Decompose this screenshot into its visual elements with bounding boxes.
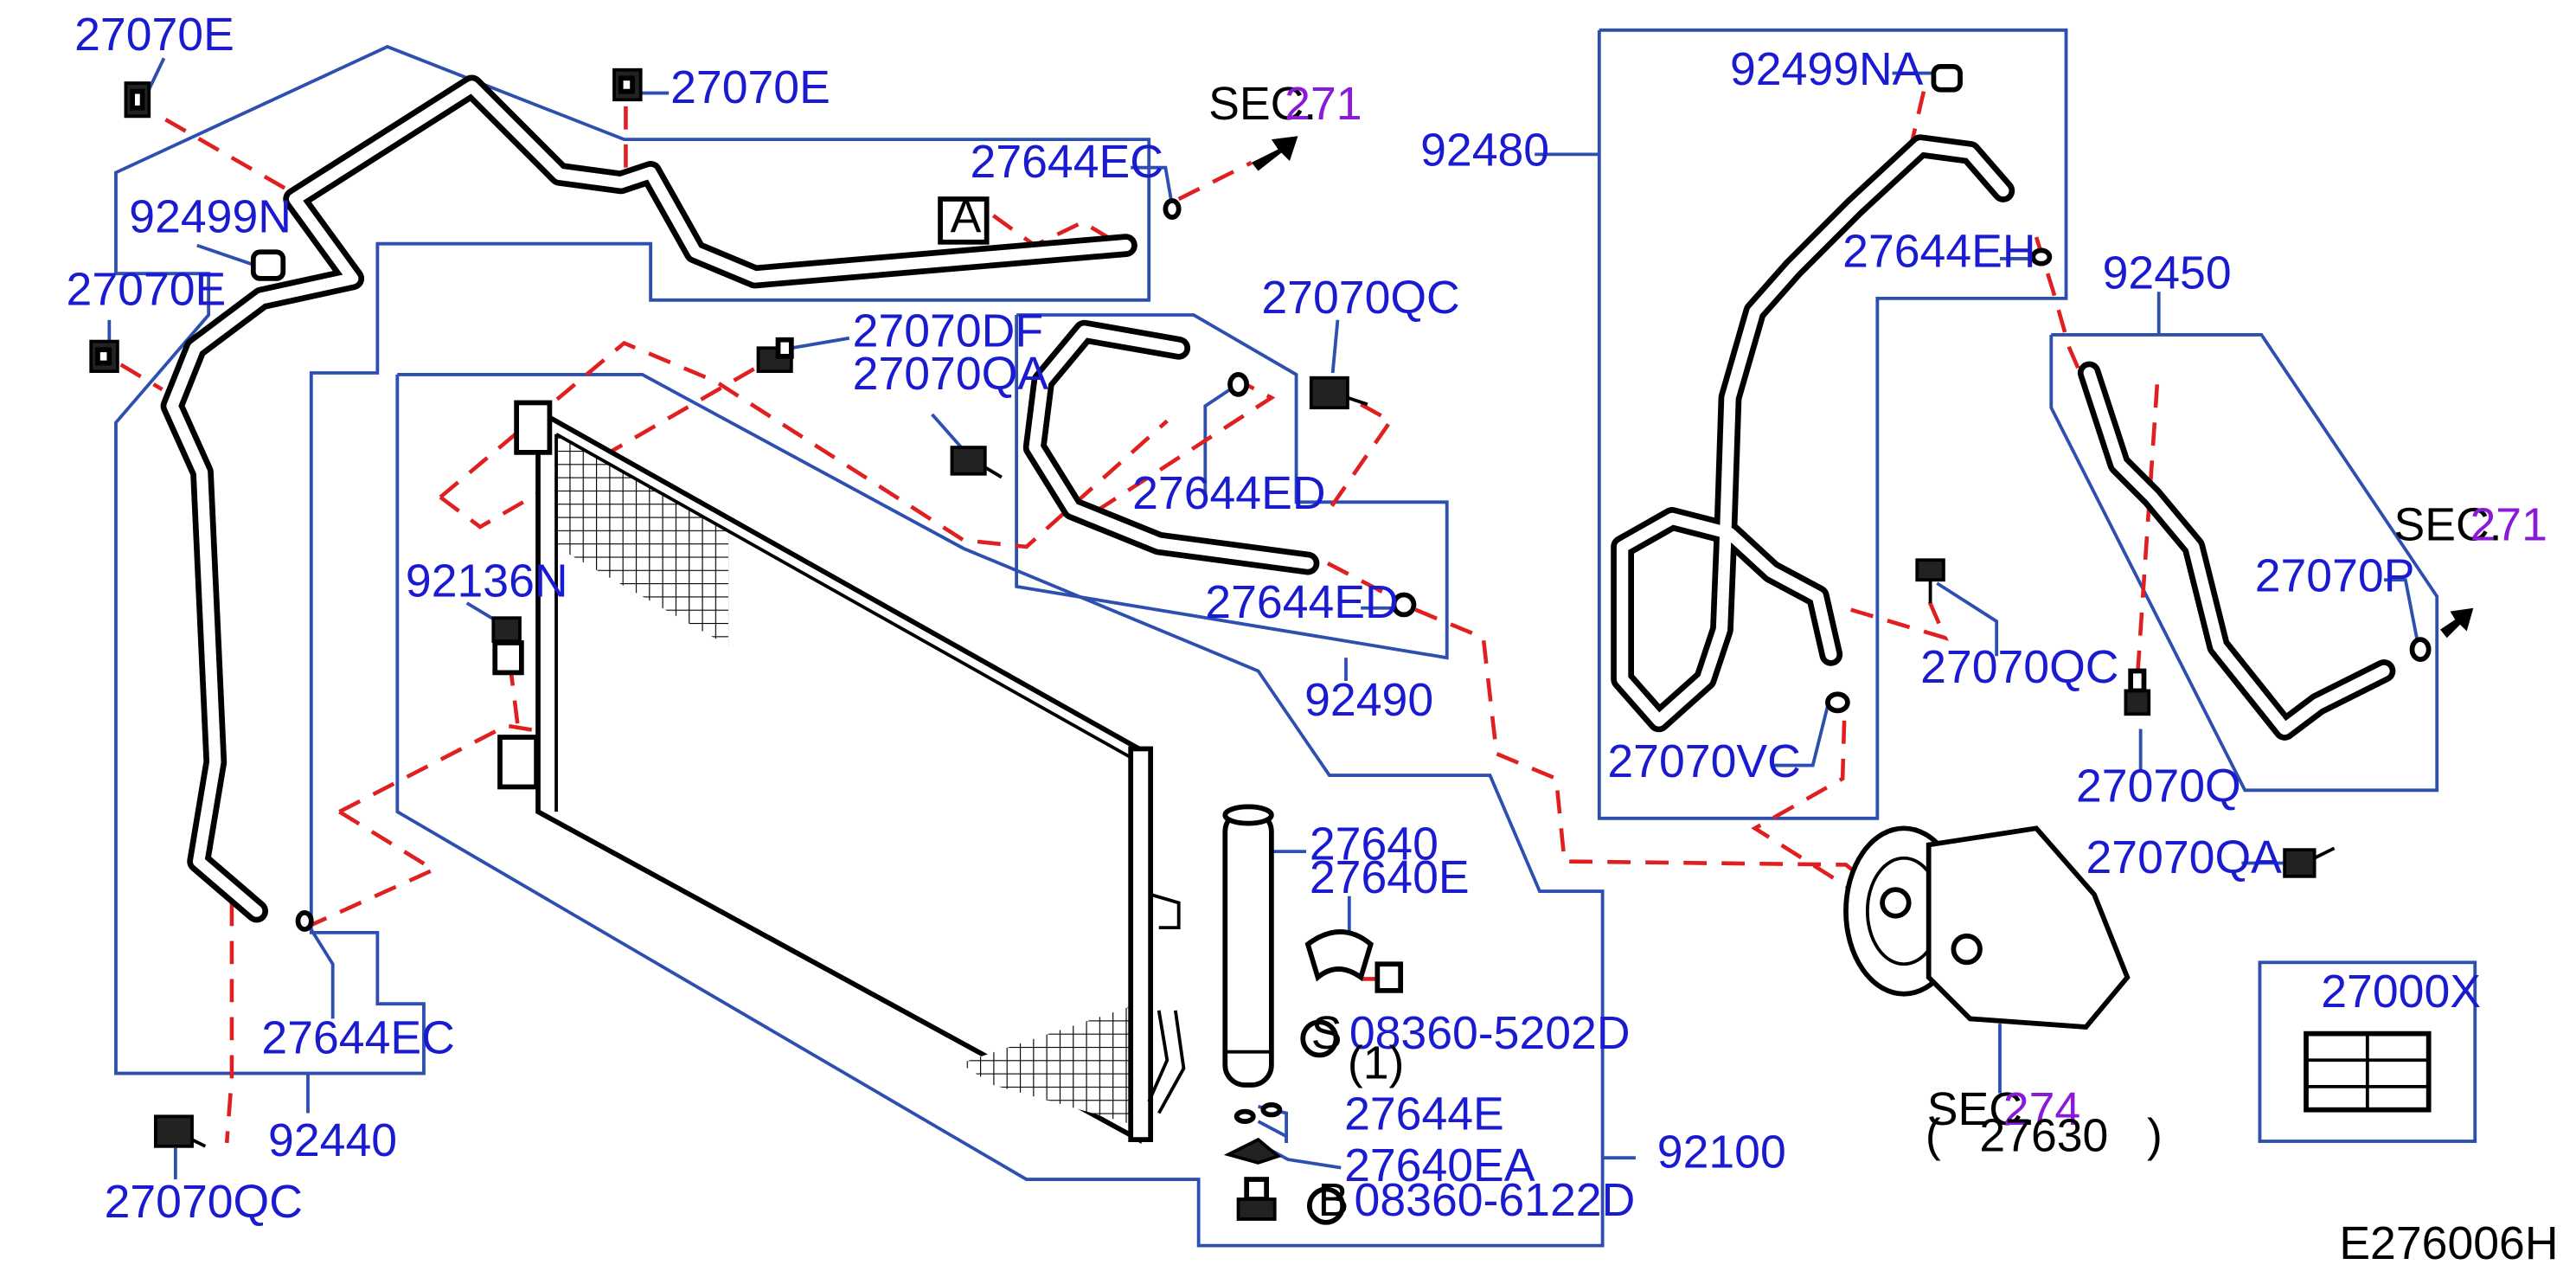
diagram-code: E276006H [2339,1217,2558,1269]
o-ring-27644EH [2030,247,2053,266]
label-27070E-b: 27070E [670,61,830,113]
label-27644EC-b: 27644EC [261,1012,454,1064]
label-92499N: 92499N [129,190,292,242]
bolt-27070QC-a [1309,376,1368,410]
dashed-alignment-lines [119,91,2160,1144]
label-27644EC-a: 27644EC [971,136,1163,188]
label-27640E: 27640E [1310,851,1470,903]
label-27070E-c: 27070E [67,264,227,316]
label-27070DF: 27070DF [853,305,1043,356]
bolt-27070QA-b [2283,846,2336,878]
label-sec-274-num: 274 [2003,1083,2080,1135]
leader-lines [107,57,2419,1180]
symbol-b-circle [1307,1186,1346,1225]
o-ring-27644E-a [1234,1108,1256,1124]
drier-bracket-27640E [1304,929,1404,993]
receiver-drier [1222,804,1274,1088]
sensor-92136N [491,616,524,676]
label-08360-6122D: 08360-6122D [1355,1174,1636,1226]
label-27070QA-b: 27070QA [2086,831,2282,883]
arrow-to-sec-271-b [2440,607,2474,639]
arrow-to-sec-271-a [1251,136,1298,171]
o-ring-27644E-b [1260,1102,1283,1118]
label-symbol-s: S [1311,1007,1342,1059]
label-box-27000X [2258,960,2477,1143]
label-27070P: 27070P [2255,550,2415,602]
label-27644ED-b: 27644ED [1205,576,1398,628]
label-27644EH: 27644EH [1842,226,2035,278]
label-plate-27000X [2304,1030,2432,1113]
label-sec-271-a-prefix: SEC. [1208,78,1317,130]
clip-27070E-a [124,81,151,119]
cap-92499N [250,249,286,281]
pipe-92450 [2077,361,2396,741]
label-92499NA: 92499NA [1730,43,1924,95]
label-sec-274-prefix: SEC. [1927,1083,2035,1135]
plug-27640EA [1223,1137,1282,1165]
compressor-27630 [1843,825,2131,1030]
group-92450-outline [2049,333,2439,793]
label-92100: 92100 [1657,1127,1786,1178]
part-labels: 27070E 27070E 92499N 27070E 27644EC SEC.… [67,9,2559,1269]
o-ring-27644EC-b [295,910,314,932]
label-sec-271-b-num: 271 [2470,498,2547,550]
bolt-27070QC-c [1915,558,1945,604]
bolt-27070Q [2124,668,2151,716]
o-ring-27644ED-a [1227,372,1250,397]
pipe-92490 [1022,319,1320,575]
label-92136N: 92136N [406,555,568,607]
label-27070QC-b: 27070QC [105,1176,303,1228]
group-92100-outline [395,372,1605,1248]
cap-92499NA [1931,64,1963,93]
label-27070E-a: 27070E [74,9,234,61]
label-27644E: 27644E [1344,1088,1504,1140]
label-ref-a: A [951,190,982,242]
label-27640: 27640 [1310,819,1439,870]
label-sec-271-b-prefix: SEC. [2393,498,2502,550]
label-27070QC-a: 27070QC [1261,272,1459,324]
label-27640EA: 27640EA [1344,1140,1535,1191]
label-92450: 92450 [2103,247,2232,299]
pipe-92440 [160,74,1137,923]
label-27070Q: 27070Q [2076,761,2241,812]
label-92480: 92480 [1420,125,1549,177]
group-92480-outline [1597,28,2068,820]
clip-27070E-b [612,67,643,102]
label-27000X: 27000X [2321,966,2481,1018]
label-27070QA-a: 27070QA [853,348,1049,400]
condenser-core [497,400,1186,1144]
label-27644ED-a: 27644ED [1132,467,1325,519]
label-92490: 92490 [1304,674,1433,726]
label-symbol-b: B [1317,1174,1349,1226]
symbol-s-circle [1300,1019,1339,1058]
o-ring-27644ED-b [1391,592,1417,618]
label-08360-5202D: 08360-5202D [1349,1007,1631,1059]
bolt-27070QA-a [950,446,1003,479]
label-27070VC: 27070VC [1607,735,1800,787]
label-quantity-1: (1) [1348,1037,1404,1088]
bolt-08360-6122D [1236,1177,1277,1221]
o-ring-27644EC-a [1163,198,1182,220]
group-92440-outline [114,44,1151,1075]
label-27070QC-c: 27070QC [1920,641,2118,693]
label-27630: ( 27630 ) [1926,1110,2163,1162]
o-ring-27070P [2409,637,2432,662]
o-ring-27070VC [1825,691,1850,714]
label-92440: 92440 [268,1114,397,1166]
group-92490-outline [1015,313,1449,660]
bolt-27070DF [756,337,794,373]
bolt-27070QC-b [153,1114,207,1148]
label-sec-271-a-num: 271 [1285,78,1362,130]
pipe-92480 [1611,134,2015,733]
reference-box-a [938,196,990,245]
clip-27070E-c [89,339,119,373]
